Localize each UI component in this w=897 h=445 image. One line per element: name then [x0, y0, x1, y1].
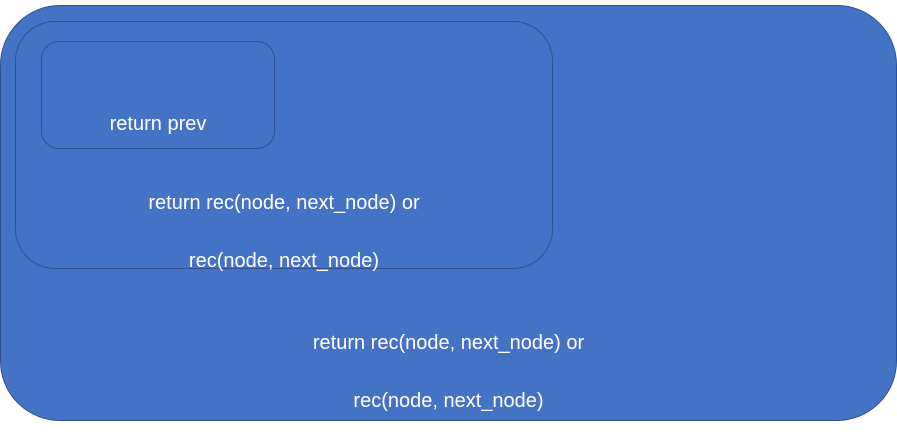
middle-box-line-1: return rec(node, next_node) or [148, 192, 420, 214]
outer-box-line-1: return rec(node, next_node) or [312, 332, 585, 354]
outer-box-line-2: rec(node, next_node) [353, 390, 544, 412]
middle-box-line-2: rec(node, next_node) [188, 250, 380, 272]
inner-box-label: return prev [41, 81, 275, 139]
inner-box-text: return prev [109, 113, 207, 135]
outer-box-label: return rec(node, next_node) or rec(node,… [150, 300, 747, 445]
middle-box-label: return rec(node, next_node) or rec(node,… [15, 160, 553, 305]
inner-rounded-box [41, 41, 275, 149]
